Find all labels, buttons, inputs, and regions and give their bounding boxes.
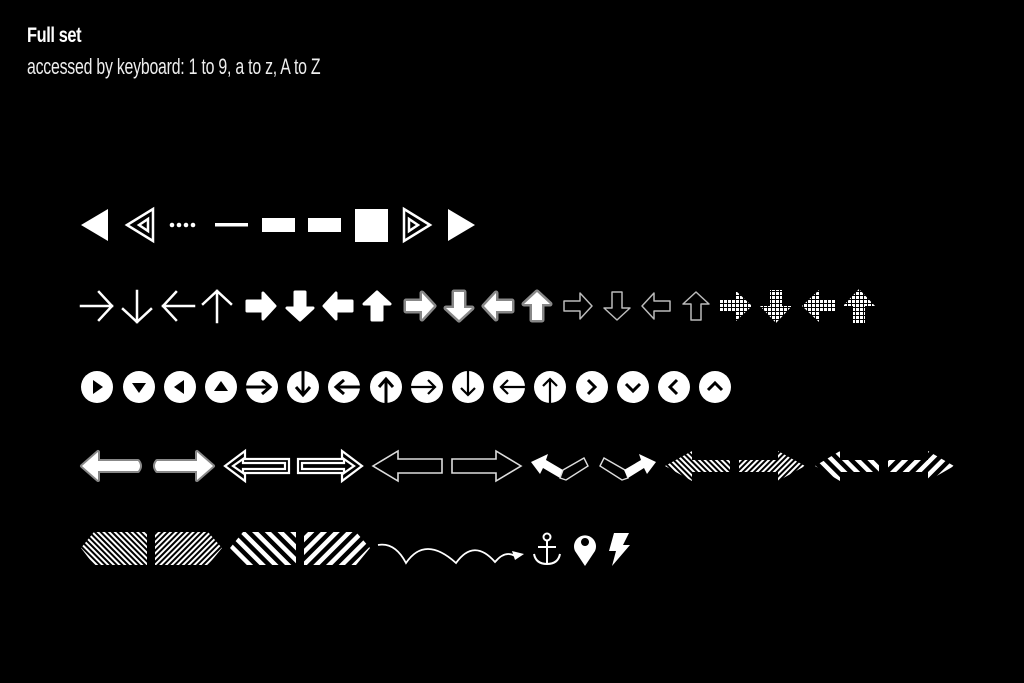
hex-tab-right-hatched-fine-icon bbox=[155, 532, 222, 565]
arrow-left-outline-icon bbox=[641, 292, 671, 320]
circle-chevron-right-icon bbox=[576, 371, 608, 403]
long-arrow-left-outline-icon bbox=[371, 449, 443, 483]
row-2-arrows bbox=[79, 289, 875, 324]
arrow-left-dotted-icon bbox=[802, 290, 835, 322]
arrow-left-bold-icon bbox=[322, 291, 354, 321]
arrow-down-dotted-icon bbox=[760, 290, 792, 323]
arrow-down-bold-icon bbox=[285, 290, 315, 322]
arrow-right-thin-icon bbox=[79, 290, 114, 322]
lightning-bolt-icon bbox=[609, 533, 630, 566]
circle-chevron-left-icon bbox=[658, 371, 690, 403]
bouncing-arrow-icon bbox=[377, 543, 524, 565]
triangle-left-outline-icon bbox=[124, 206, 155, 244]
long-arrow-right-rounded-icon bbox=[153, 450, 215, 482]
thin-line-icon bbox=[215, 223, 248, 227]
arrow-right-outline-icon bbox=[563, 292, 593, 320]
triangle-right-outline-icon bbox=[402, 206, 433, 244]
bent-arrow-up-left-icon bbox=[531, 454, 589, 481]
arrow-down-thin-icon bbox=[121, 289, 153, 324]
arrow-right-bold-outlined-icon bbox=[406, 293, 434, 319]
long-arrow-right-hatched-bold-icon bbox=[888, 451, 954, 481]
row-1-basic-shapes bbox=[81, 206, 475, 244]
bar-icon bbox=[308, 218, 341, 232]
map-pin-icon bbox=[574, 535, 596, 566]
arrow-up-outline-icon bbox=[682, 291, 710, 321]
dotted-line-icon bbox=[169, 222, 196, 228]
arrow-right-dotted-icon bbox=[719, 290, 752, 322]
arrow-up-bold-icon bbox=[362, 290, 392, 322]
arrow-down-outline-icon bbox=[603, 291, 631, 321]
page-subtitle: accessed by keyboard: 1 to 9, a to z, A … bbox=[27, 54, 321, 79]
long-arrow-left-hatched-bold-icon bbox=[815, 451, 879, 481]
long-arrow-right-double-outline-icon bbox=[296, 448, 364, 484]
square-icon bbox=[355, 209, 388, 242]
arrow-right-bold-icon bbox=[245, 291, 277, 321]
triangle-right-icon bbox=[448, 209, 475, 241]
anchor-icon bbox=[533, 532, 561, 566]
long-arrow-right-hatched-fine-icon bbox=[739, 451, 805, 481]
row-5-misc bbox=[81, 532, 630, 566]
arrow-up-bold-outlined-icon bbox=[524, 292, 550, 320]
arrow-down-bold-outlined-icon bbox=[446, 292, 472, 320]
bent-arrow-up-right-icon bbox=[599, 454, 656, 481]
hex-tab-left-hatched-fine-icon bbox=[81, 532, 147, 565]
long-arrow-left-rounded-icon bbox=[80, 450, 142, 482]
hex-tab-left-hatched-bold-icon bbox=[230, 532, 296, 565]
long-arrow-right-outline-icon bbox=[451, 449, 523, 483]
triangle-left-icon bbox=[81, 209, 108, 241]
arrow-left-bold-outlined-icon bbox=[484, 293, 512, 319]
arrow-left-thin-icon bbox=[161, 290, 196, 322]
circle-chevron-down-icon bbox=[617, 371, 649, 403]
row-4-long-arrows bbox=[80, 448, 954, 484]
arrow-up-dotted-icon bbox=[843, 289, 875, 323]
circle-chevron-up-icon bbox=[699, 371, 731, 403]
arrow-up-thin-icon bbox=[201, 289, 233, 324]
bar-icon bbox=[262, 218, 295, 232]
long-arrow-left-double-outline-icon bbox=[223, 448, 291, 484]
long-arrow-left-hatched-fine-icon bbox=[665, 451, 730, 481]
row-3-circle-buttons bbox=[81, 371, 731, 403]
hex-tab-right-hatched-bold-icon bbox=[304, 532, 370, 565]
page-title: Full set bbox=[27, 24, 82, 47]
